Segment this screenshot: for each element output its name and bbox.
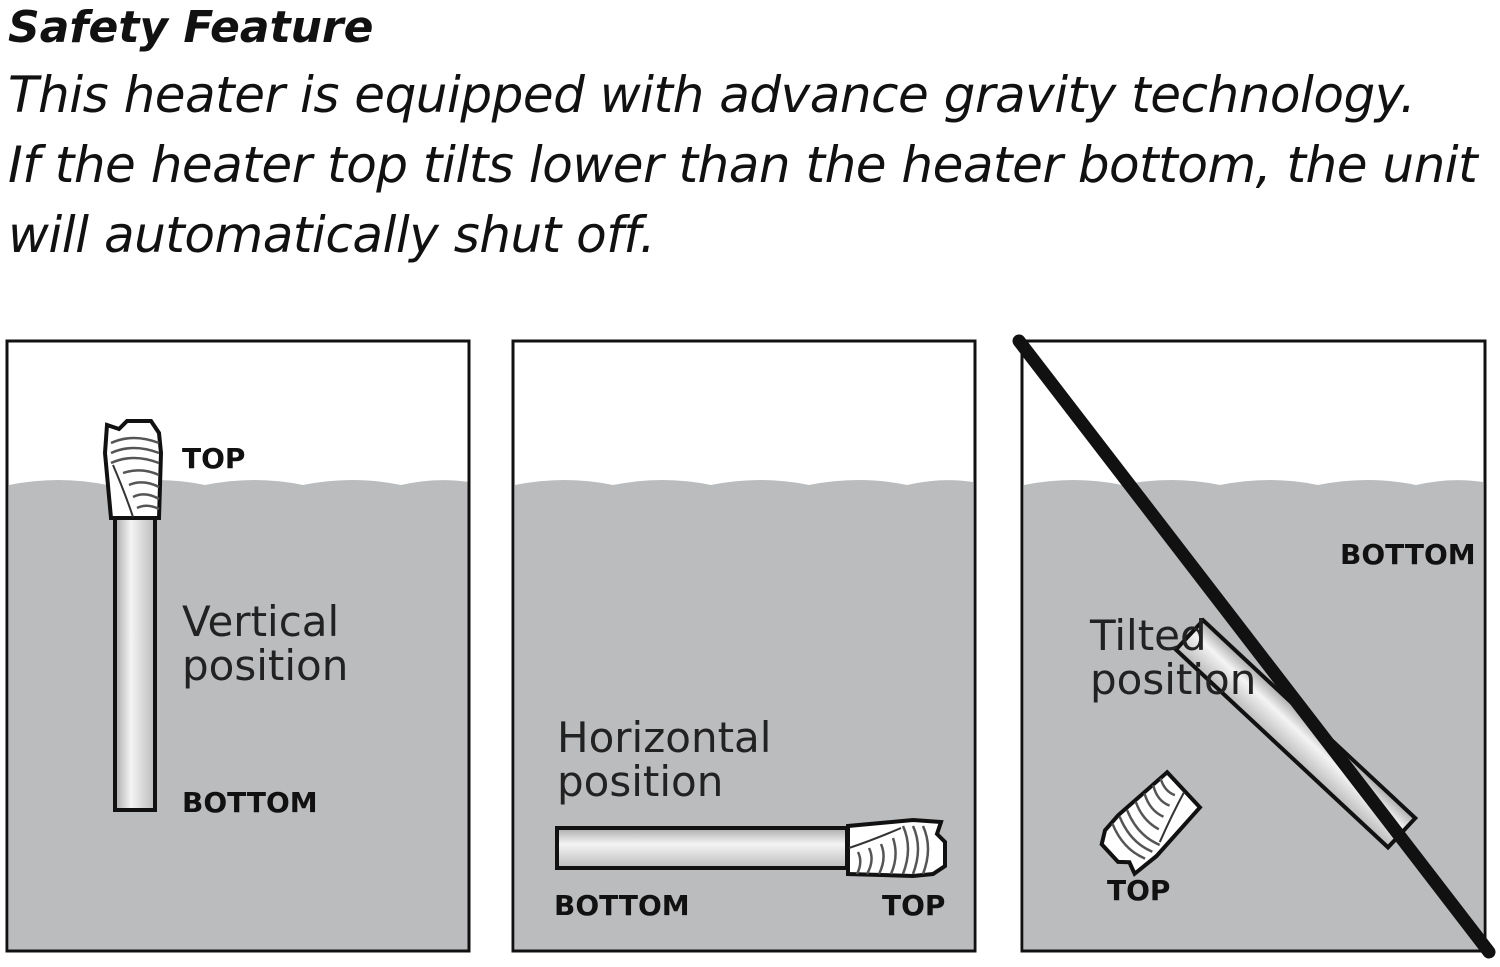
caption-line-1: Horizontal bbox=[557, 713, 771, 762]
bottom-label: BOTTOM bbox=[182, 786, 318, 819]
description-line-3: will automatically shut off. bbox=[8, 206, 655, 264]
bottom-label: BOTTOM bbox=[554, 889, 690, 922]
caption-line-2: position bbox=[557, 757, 723, 806]
panel-horizontal: Horizontal position BOTTOM TOP bbox=[511, 339, 977, 953]
panel-vertical: TOP BOTTOM Vertical position bbox=[5, 339, 471, 953]
water bbox=[9, 480, 469, 950]
bottom-label: BOTTOM bbox=[1340, 538, 1476, 571]
top-label: TOP bbox=[182, 442, 245, 475]
heater-head-icon bbox=[103, 419, 163, 520]
description-line-2: If the heater top tilts lower than the h… bbox=[8, 136, 1478, 194]
caption-line-2: position bbox=[182, 641, 348, 690]
heater-tube bbox=[113, 513, 157, 812]
heater-head-icon bbox=[846, 818, 947, 878]
caption-line-1: Tilted bbox=[1089, 611, 1207, 660]
cross-out-slash-icon bbox=[1012, 334, 1496, 959]
panel-tilted: Tilted position BOTTOM TOP bbox=[1012, 334, 1496, 959]
caption-line-2: position bbox=[1090, 655, 1256, 704]
page-title: Safety Feature bbox=[8, 2, 374, 53]
caption-line-1: Vertical bbox=[182, 597, 339, 646]
top-label: TOP bbox=[1107, 874, 1170, 907]
top-label: TOP bbox=[882, 889, 945, 922]
heater-tube bbox=[555, 826, 849, 870]
description-line-1: This heater is equipped with advance gra… bbox=[8, 66, 1416, 124]
